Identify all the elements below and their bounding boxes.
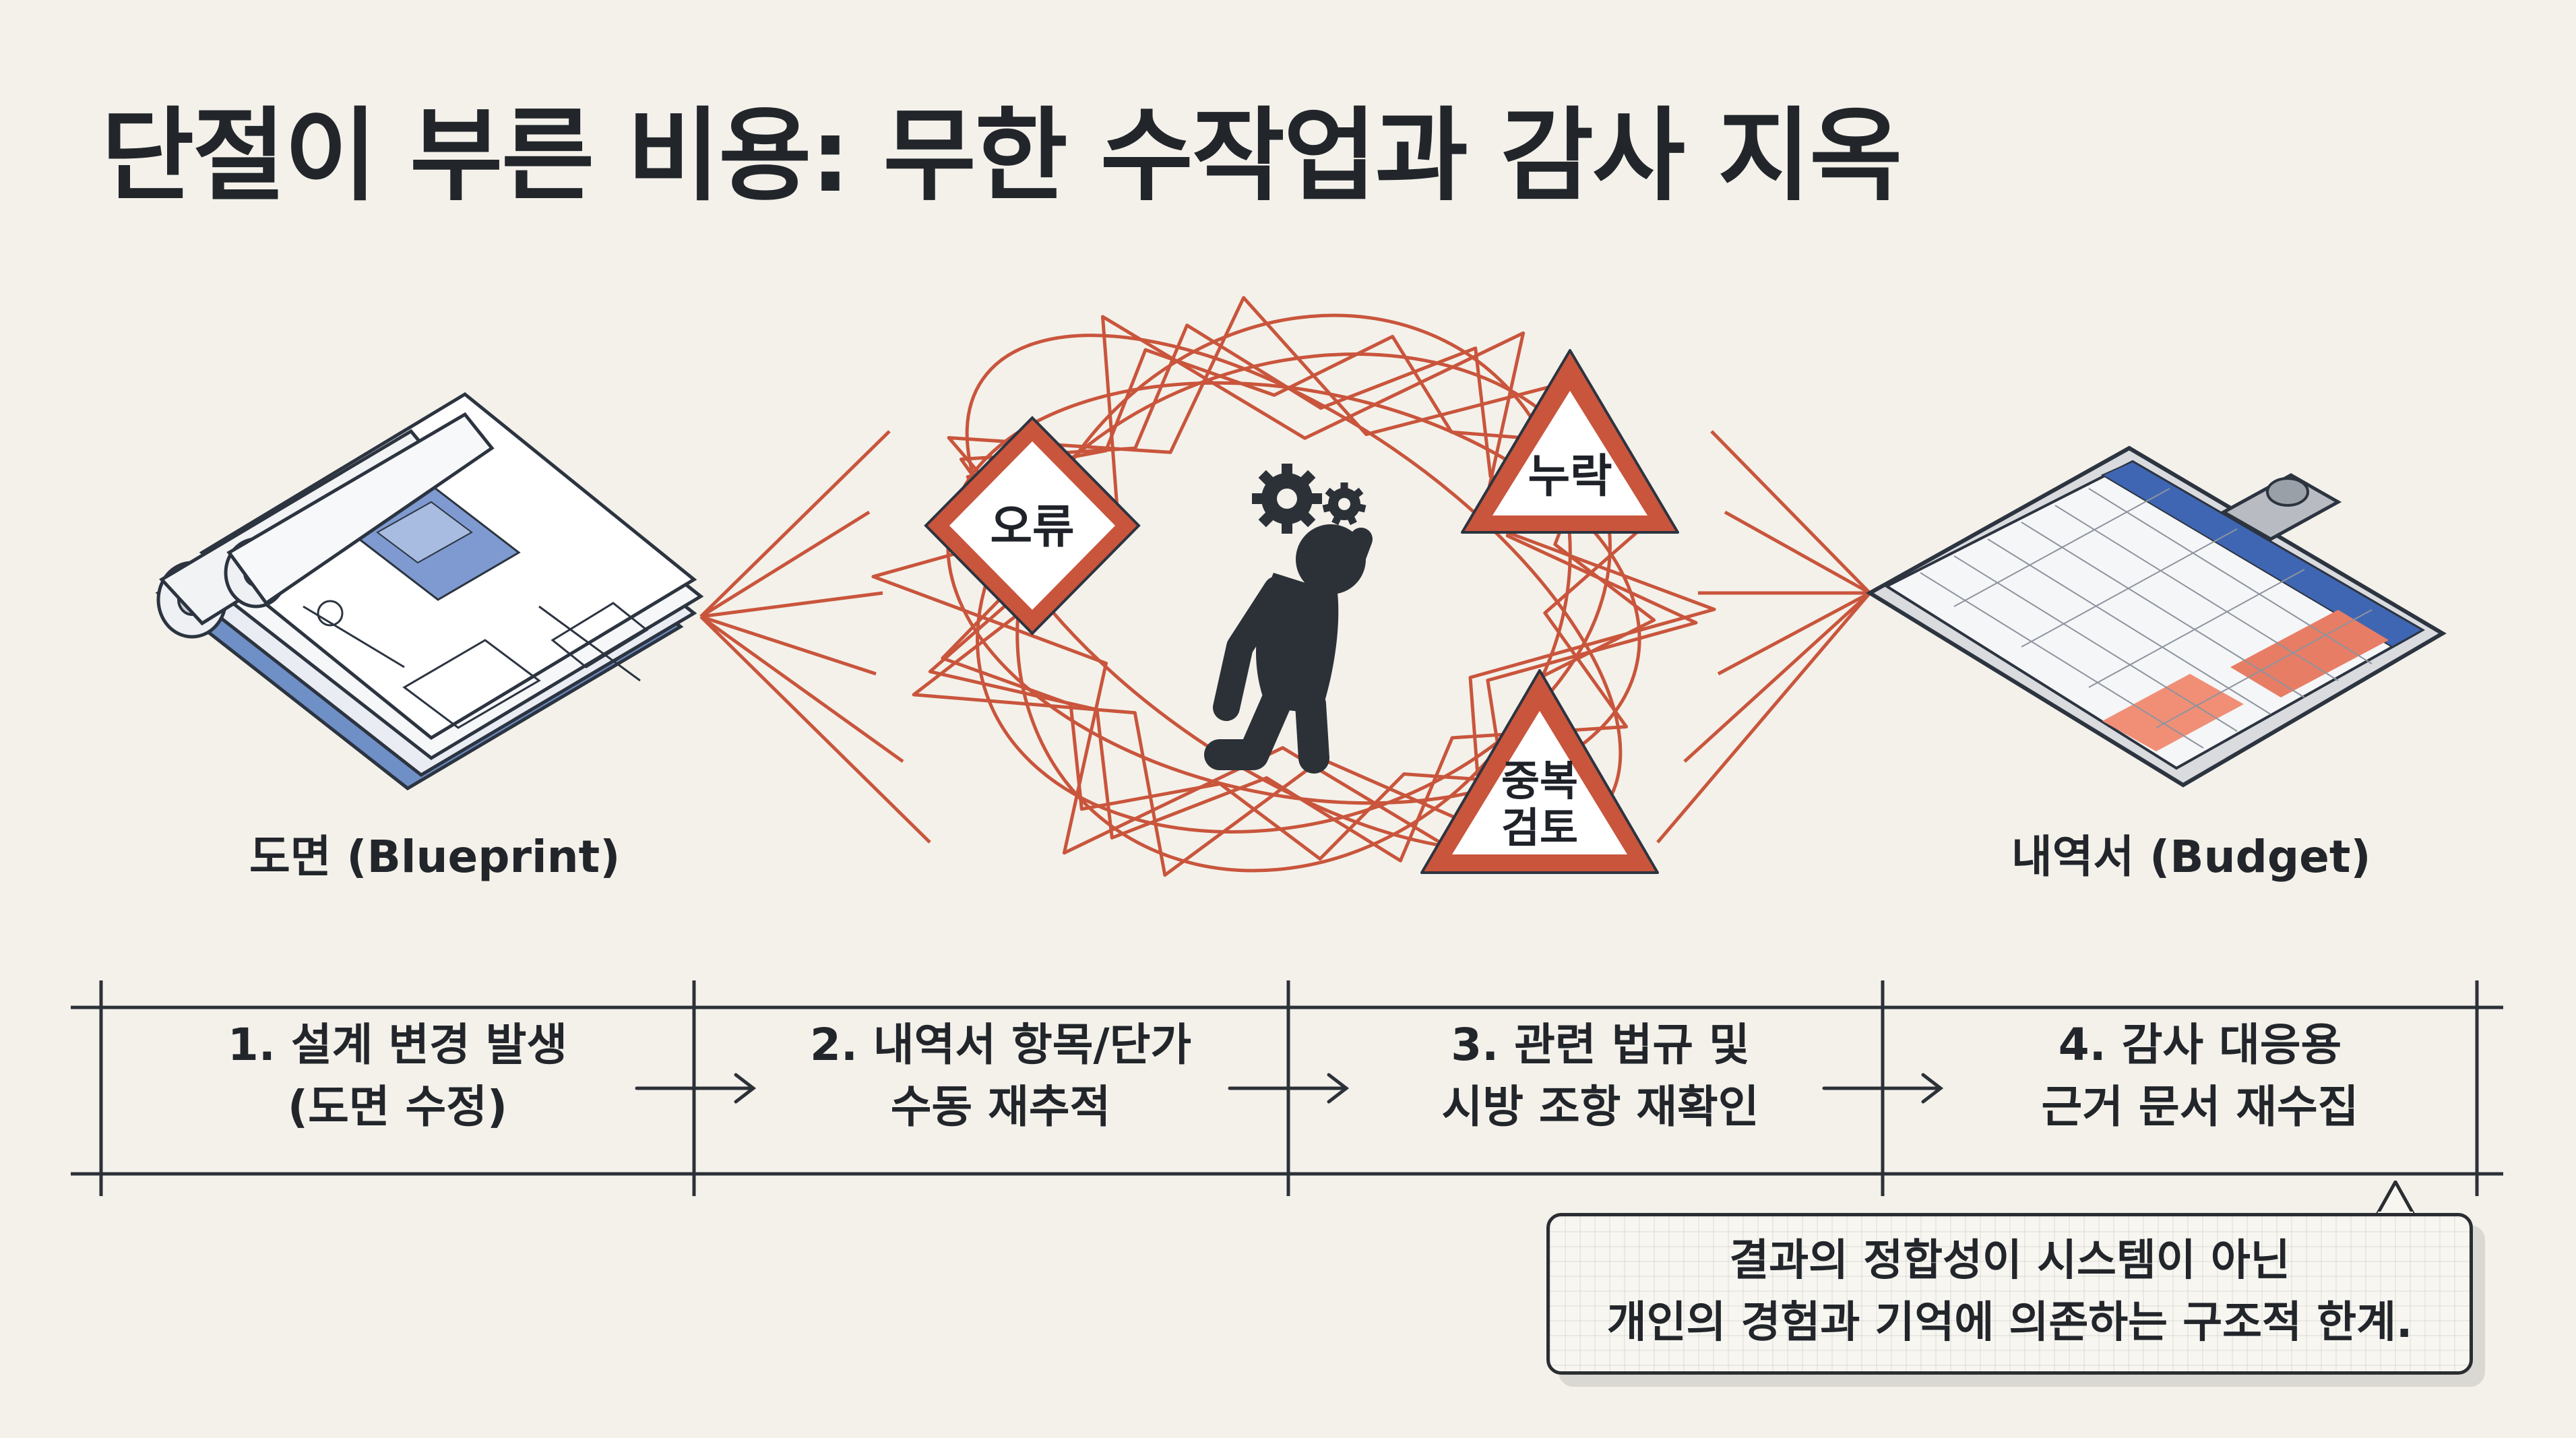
warning-diamond-icon <box>924 416 1141 635</box>
step-2: 2. 내역서 항목/단가 수동 재추적 <box>724 1014 1277 1138</box>
gear-tooth <box>1322 503 1332 513</box>
step-4: 4. 감사 대응용 근거 문서 재수집 <box>1924 1014 2476 1138</box>
gear-tooth <box>1352 487 1364 499</box>
tangle-left-fan-0 <box>699 430 891 618</box>
arrow-right-icon <box>635 1073 757 1104</box>
gear-tooth <box>1325 487 1336 499</box>
tangle-right-fan-4 <box>1683 592 1871 763</box>
step-3-line-2: 시방 조항 재확인 <box>1441 1081 1759 1133</box>
gear-tooth <box>1331 514 1342 526</box>
tangle-left-fan-5 <box>699 615 931 844</box>
step-4-line-1: 4. 감사 대응용 <box>2058 1019 2342 1071</box>
arrow-right-icon <box>1822 1073 1944 1104</box>
gear-tooth <box>1299 470 1316 487</box>
step-1: 1. 설계 변경 발생 (도면 수정) <box>121 1014 674 1138</box>
callout-line-1: 결과의 정합성이 시스템이 아닌 <box>1729 1236 2290 1286</box>
gear-tooth <box>1356 503 1366 513</box>
blueprint-label: 도면 (Blueprint) <box>249 831 621 883</box>
gear-tooth <box>1258 470 1275 487</box>
step-1-line-1: 1. 설계 변경 발생 <box>227 1019 568 1071</box>
page-title: 단절이 부른 비용: 무한 수작업과 감사 지옥 <box>101 98 1902 215</box>
blueprint-roll-icon <box>155 392 704 791</box>
tangle-right-fan-3 <box>1717 591 1871 676</box>
tangle-loop-3 <box>1015 313 1572 873</box>
step-1-line-2: (도면 수정) <box>287 1081 508 1133</box>
gear-tooth <box>1346 514 1357 526</box>
clipboard-icon <box>1866 445 2447 788</box>
gear-tooth <box>1282 464 1292 476</box>
gear-tooth <box>1282 522 1292 534</box>
step-2-line-1: 2. 내역서 항목/단가 <box>809 1019 1192 1071</box>
budget-label: 내역서 (Budget) <box>2011 831 2371 883</box>
tangle-star-2 <box>871 315 1716 871</box>
sign-duplicate-label-1: 중복 <box>1501 756 1578 805</box>
gears-icon <box>1252 464 1366 534</box>
callout-line-2: 개인의 경험과 기억에 의존하는 구조적 한계. <box>1606 1298 2413 1348</box>
tangle-right-fan-1 <box>1724 510 1871 595</box>
callout-note: 결과의 정합성이 시스템이 아닌 개인의 경험과 기억에 의존하는 구조적 한계… <box>1546 1213 2473 1375</box>
step-2-line-2: 수동 재추적 <box>890 1081 1111 1133</box>
tangle-left-fan-4 <box>699 615 904 763</box>
warning-triangle-icon <box>1420 669 1659 874</box>
callout-pointer <box>2375 1181 2416 1216</box>
tangle-right-fan-5 <box>1656 592 1871 844</box>
sign-duplicate-label-2: 검토 <box>1501 803 1578 852</box>
step-3-line-1: 3. 관련 법규 및 <box>1451 1019 1750 1071</box>
sign-omission-label: 누락 <box>1528 450 1612 503</box>
tangle-left-fan-3 <box>700 615 877 676</box>
tangle-right-fan-0 <box>1710 430 1871 594</box>
arrow-right-icon <box>1228 1073 1350 1104</box>
sign-error-label: 오류 <box>990 501 1074 554</box>
gear-tooth <box>1340 482 1348 491</box>
gear-tooth <box>1258 511 1275 528</box>
stressed-person-icon <box>1204 524 1373 774</box>
step-3: 3. 관련 법규 및 시방 조항 재확인 <box>1324 1014 1877 1138</box>
gear-tooth <box>1299 511 1316 528</box>
tangle-left-fan-2 <box>700 591 883 619</box>
gear-tooth <box>1252 493 1264 504</box>
gear-tooth <box>1310 493 1322 504</box>
warning-triangle-icon <box>1461 349 1679 534</box>
step-4-line-2: 근거 문서 재수집 <box>2041 1081 2359 1133</box>
tangle-left-fan-1 <box>699 510 871 619</box>
